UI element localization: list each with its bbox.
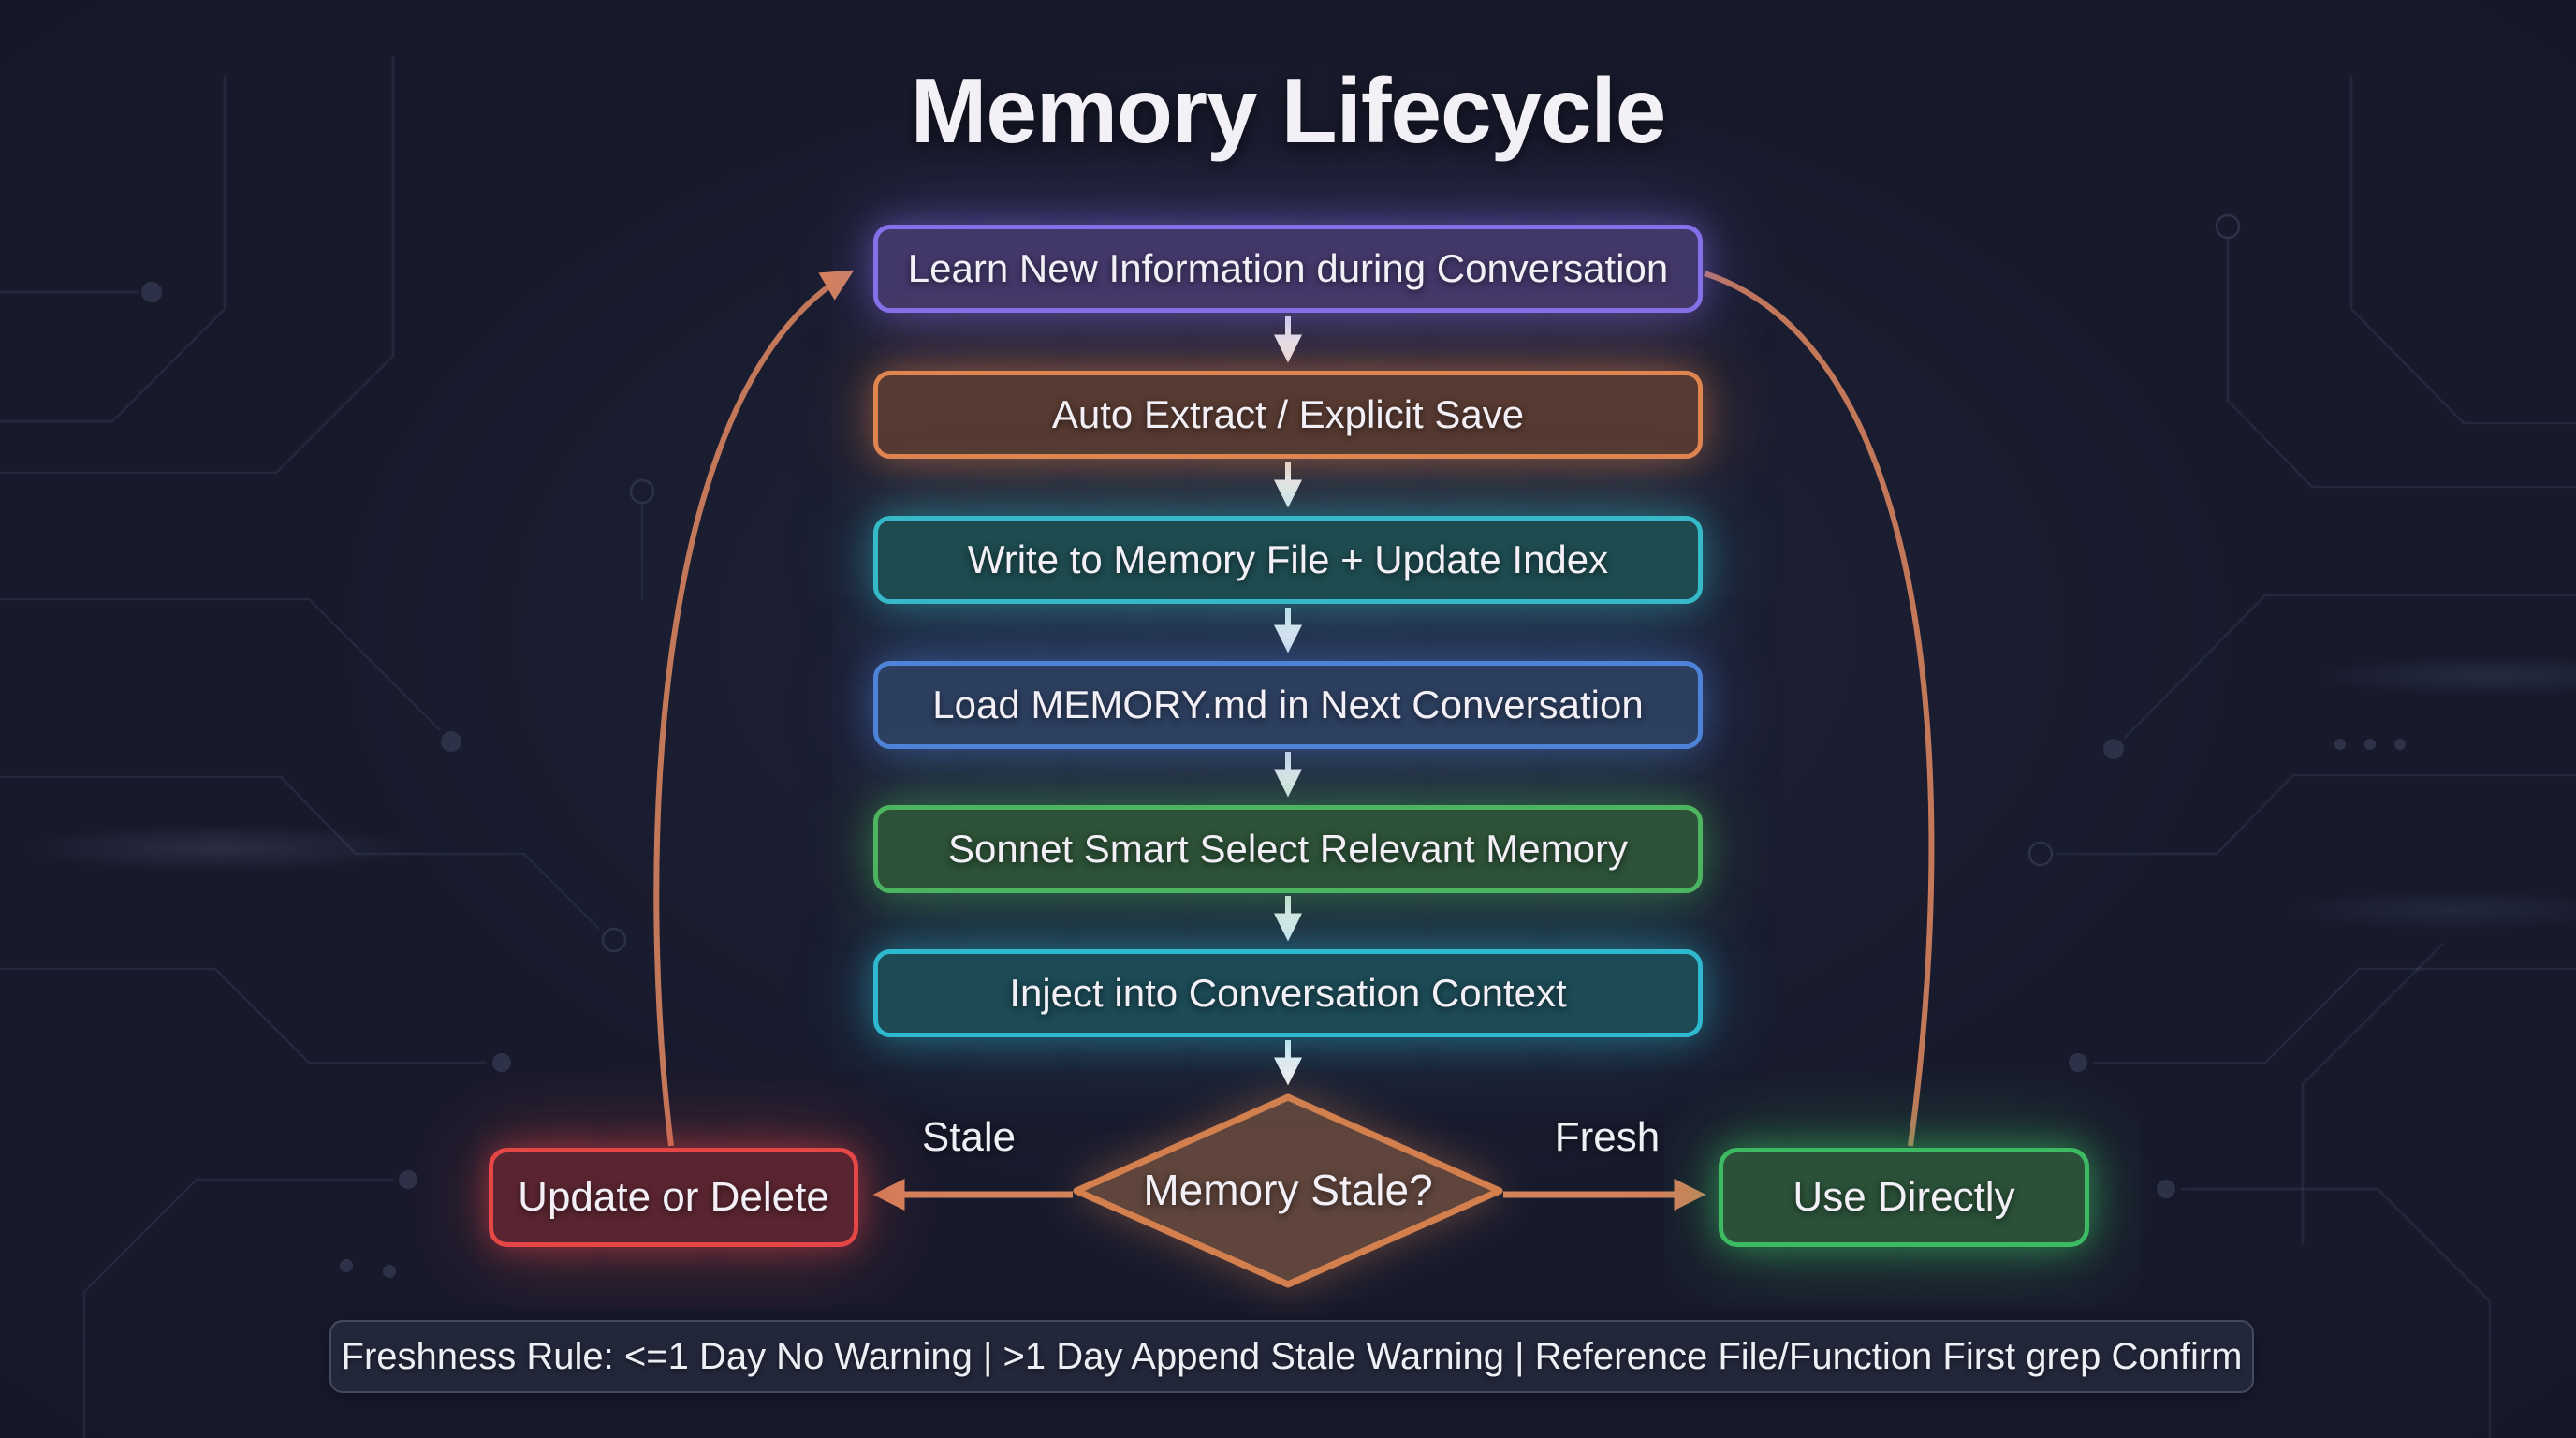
node-label: Use Directly	[1793, 1174, 2015, 1220]
flow-step-load-memory-md: Load MEMORY.md in Next Conversation	[873, 661, 1703, 749]
flow-step-write-memory-file-update-index: Write to Memory File + Update Index	[873, 516, 1703, 604]
node-label: Update or Delete	[518, 1174, 829, 1220]
freshness-rule-note: Freshness Rule: <=1 Day No Warning | >1 …	[329, 1320, 2254, 1393]
flow-step-label: Inject into Conversation Context	[1009, 971, 1567, 1015]
flow-step-label: Sonnet Smart Select Relevant Memory	[948, 827, 1628, 871]
flow-step-inject-context: Inject into Conversation Context	[873, 949, 1703, 1037]
flow-step-learn-new-information: Learn New Information during Conversatio…	[873, 225, 1703, 313]
freshness-rule-text: Freshness Rule: <=1 Day No Warning | >1 …	[341, 1335, 2243, 1377]
edge-label-stale: Stale	[921, 1114, 1017, 1160]
node-use-directly: Use Directly	[1719, 1148, 2089, 1247]
edge-label-fresh: Fresh	[1554, 1114, 1661, 1160]
flow-step-label: Load MEMORY.md in Next Conversation	[932, 682, 1644, 726]
page-title: Memory Lifecycle	[910, 59, 1666, 162]
decision-label-memory-stale: Memory Stale?	[1143, 1166, 1433, 1214]
flow-step-label: Learn New Information during Conversatio…	[907, 246, 1669, 290]
flow-step-auto-extract-explicit-save: Auto Extract / Explicit Save	[873, 371, 1703, 459]
loop-arc-learn-to-use-directly	[1704, 271, 1935, 1147]
loop-arc-stale-to-learn	[653, 270, 855, 1147]
flow-step-sonnet-smart-select: Sonnet Smart Select Relevant Memory	[873, 805, 1703, 893]
light-streak	[2312, 655, 2576, 697]
node-update-or-delete: Update or Delete	[489, 1148, 858, 1247]
flow-step-label: Auto Extract / Explicit Save	[1051, 392, 1525, 436]
light-streak	[19, 824, 421, 873]
light-streak	[2284, 889, 2576, 931]
flow-step-label: Write to Memory File + Update Index	[967, 537, 1609, 581]
